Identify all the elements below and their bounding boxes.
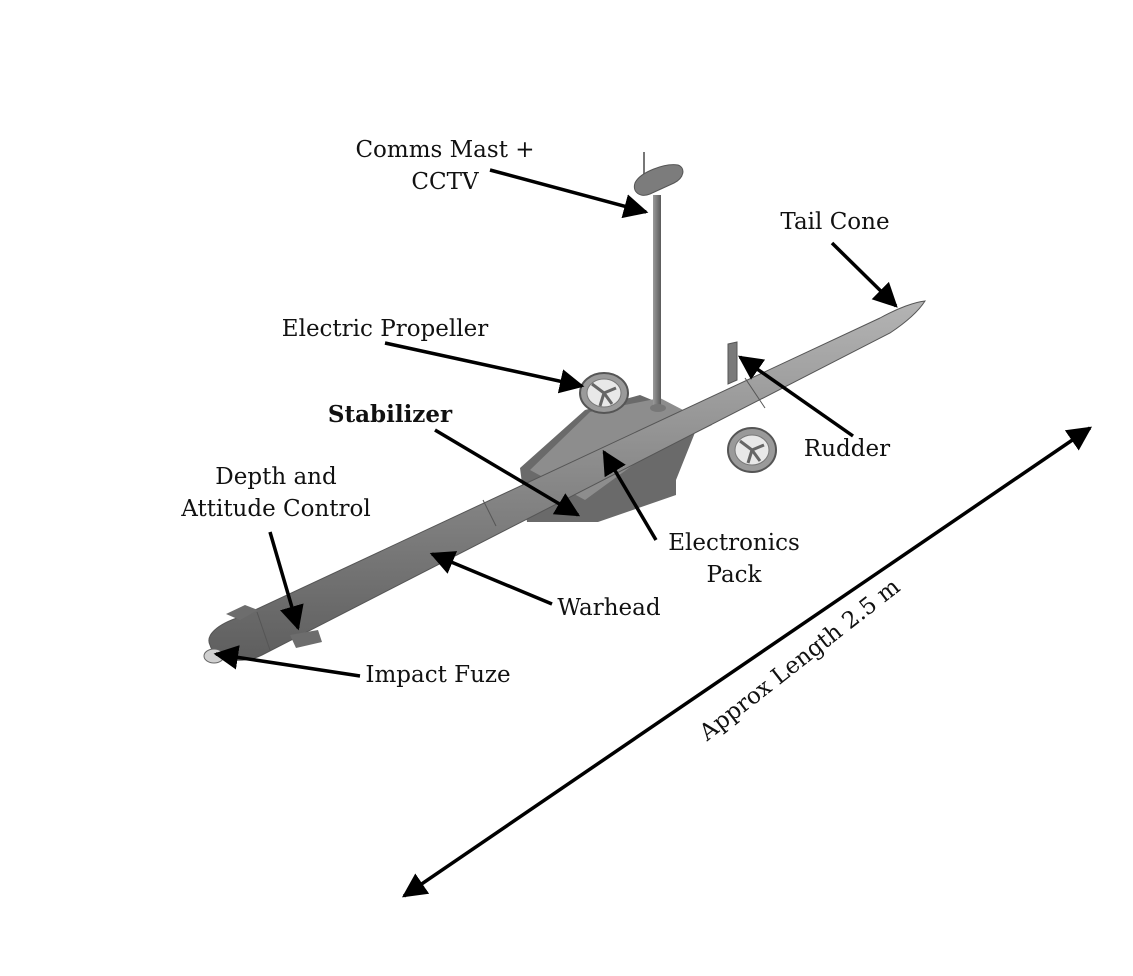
label-depth-attitude: Depth and Attitude Control (181, 464, 371, 522)
arrow-electric-propeller (384, 341, 585, 394)
depth-control-fin-top (226, 605, 258, 620)
arrow-comms-mast (489, 168, 649, 219)
callout-arrows (213, 168, 1093, 898)
electric-propeller-left (579, 372, 629, 414)
arrow-warhead (429, 551, 553, 606)
label-warhead: Warhead (557, 595, 661, 621)
cctv-pod (633, 164, 684, 196)
arrow-impact-fuze (213, 645, 361, 678)
arrow-tail-cone (830, 241, 898, 308)
rudder-fin (727, 341, 738, 385)
label-electric-propeller: Electric Propeller (281, 316, 489, 342)
comms-mast (653, 195, 661, 410)
label-electronics-pack: Electronics Pack (668, 530, 800, 588)
label-tail-cone: Tail Cone (780, 209, 890, 235)
mast-base (650, 404, 666, 412)
arrow-depth-attitude (268, 531, 304, 631)
length-dimension-arrow (401, 426, 1093, 898)
arrow-rudder (737, 355, 855, 438)
electric-propeller-right (727, 427, 777, 473)
label-impact-fuze: Impact Fuze (365, 662, 511, 688)
depth-control-fin-bottom (290, 630, 322, 648)
label-comms-mast: Comms Mast + CCTV (355, 137, 535, 195)
label-stabilizer: Stabilizer (327, 401, 453, 428)
label-rudder: Rudder (803, 436, 891, 462)
